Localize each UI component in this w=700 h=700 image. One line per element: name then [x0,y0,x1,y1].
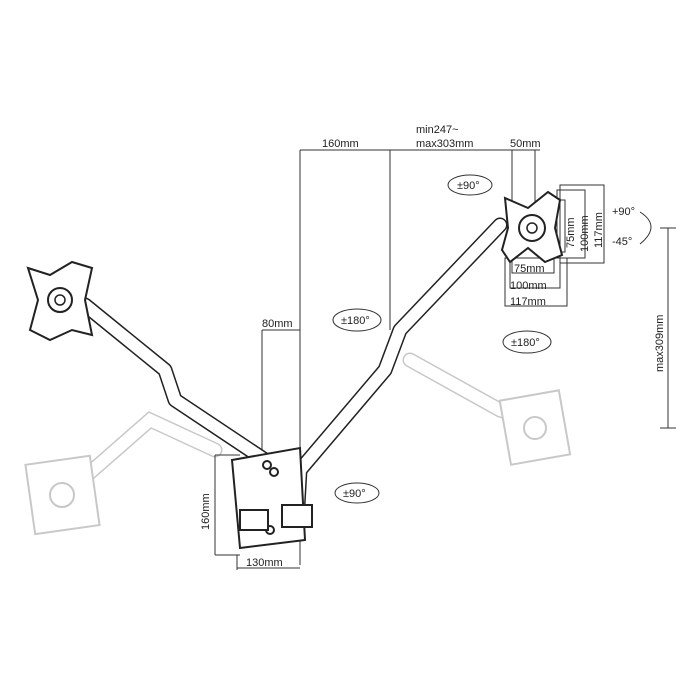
rotate-arm-indicator [332,308,382,332]
label-vesa-v-75: 75mm [565,217,577,248]
label-clamp-width: 130mm [246,557,283,569]
label-pole-offset: 80mm [262,318,293,330]
label-height-max: max309mm [654,315,666,372]
ghost-left-monitor [24,411,223,536]
label-rotate-arm: ±180° [341,315,370,327]
rotate-screen-indicator [502,330,552,354]
label-rotate-screen: ±180° [511,337,540,349]
label-extension-min: min247~ [416,124,459,136]
label-clamp-height: 160mm [200,493,212,530]
label-tilt-up: +90° [612,206,635,218]
label-extension-max: max303mm [416,138,473,150]
label-vesa-h-75: 75mm [514,263,545,275]
label-tilt-down: -45° [612,236,632,248]
label-swivel-head: ±90° [457,180,480,192]
right-arm [290,217,508,513]
label-vesa-h-100: 100mm [510,280,547,292]
label-arm-offset: 160mm [322,138,359,150]
swivel-head-indicator [447,174,493,196]
label-vesa-v-117: 117mm [593,212,605,248]
label-vesa-v-100: 100mm [579,215,591,252]
wall-mount-plate [230,446,313,550]
label-vesa-offset: 50mm [510,138,541,150]
label-swivel-base: ±90° [343,488,366,500]
swivel-base-indicator [334,482,380,504]
right-vesa-plate [500,190,564,264]
left-vesa-plate [26,260,94,342]
ghost-right-monitor [402,352,572,466]
label-vesa-h-117: 117mm [510,296,546,308]
